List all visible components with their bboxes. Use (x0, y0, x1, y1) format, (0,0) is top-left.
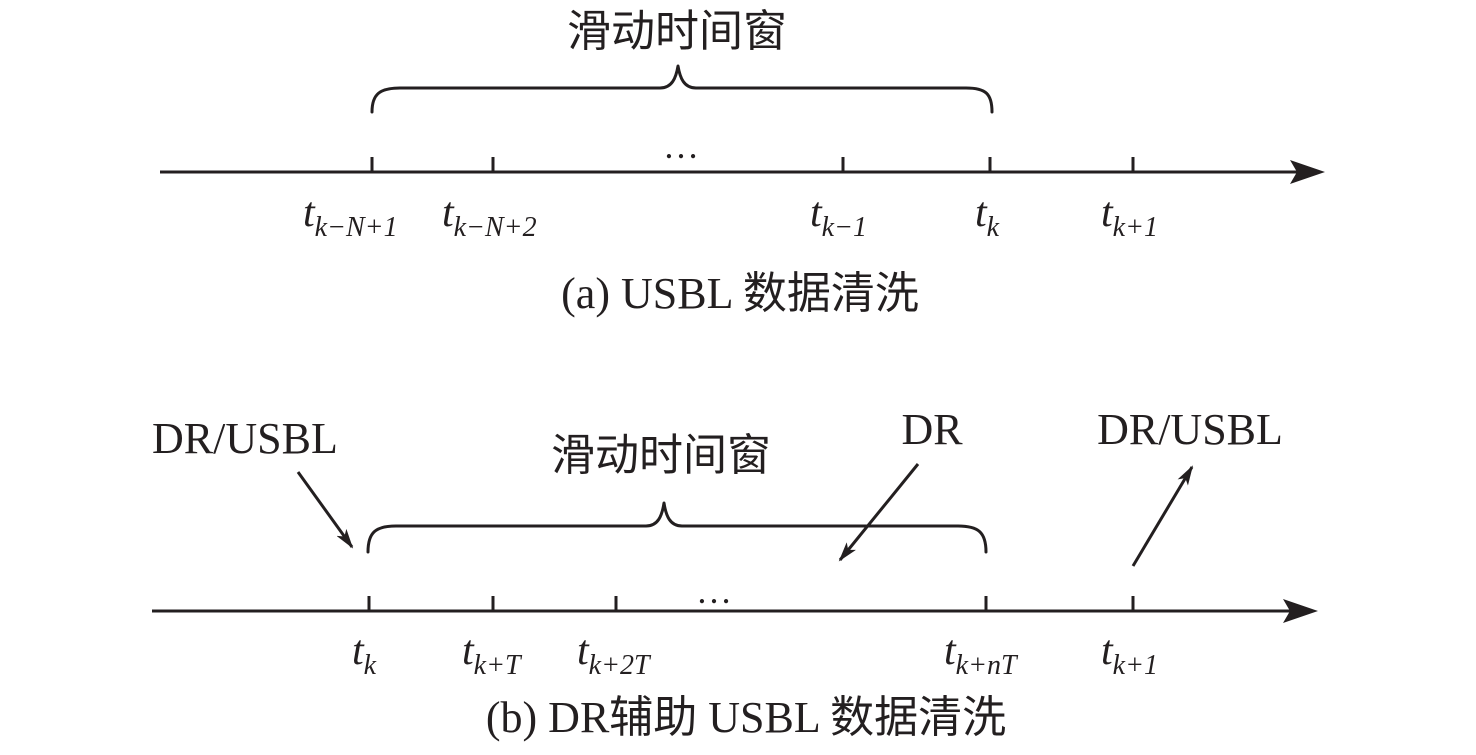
tick-label-b-1: tk (352, 628, 377, 681)
tick-label-b-5: tk+1 (1101, 628, 1158, 681)
sliding-window-label-b: 滑动时间窗 (551, 431, 771, 480)
tick-label-a-2: tk−N+2 (442, 190, 537, 243)
label-dr-usbl-left: DR/USBL (152, 414, 338, 463)
caption-a: (a) USBL 数据清洗 (561, 269, 919, 318)
window-brace-a (370, 64, 994, 114)
arrow-dr-into-window (838, 463, 920, 562)
panel-b: DR/USBL 滑动时间窗 DR DR/USBL … tk tk+T tk+2T… (152, 405, 1318, 742)
panel-a: 滑动时间窗 … tk−N+1 tk−N+2 tk−1 tk tk+1 (a) U… (160, 7, 1325, 318)
tick-label-b-3: tk+2T (577, 628, 652, 681)
arrow-tk1-to-right (1131, 465, 1194, 567)
label-dr-mid: DR (901, 405, 963, 454)
axis-arrowhead-a (1290, 160, 1325, 184)
ellipsis-a: … (663, 126, 699, 166)
tick-label-a-4: tk (975, 190, 1000, 243)
tick-label-b-4: tk+nT (944, 628, 1019, 681)
label-dr-usbl-right: DR/USBL (1097, 405, 1283, 454)
tick-label-b-2: tk+T (462, 628, 523, 681)
tick-label-a-3: tk−1 (810, 190, 867, 243)
arrow-left-to-tk (296, 471, 354, 549)
ellipsis-b: … (696, 571, 732, 611)
caption-b: (b) DR辅助 USBL 数据清洗 (486, 693, 1006, 742)
tick-label-a-1: tk−N+1 (303, 190, 398, 243)
sliding-window-label-a: 滑动时间窗 (567, 7, 787, 56)
window-brace-b (366, 501, 988, 554)
axis-arrowhead-b (1283, 599, 1318, 623)
tick-label-a-5: tk+1 (1101, 190, 1158, 243)
